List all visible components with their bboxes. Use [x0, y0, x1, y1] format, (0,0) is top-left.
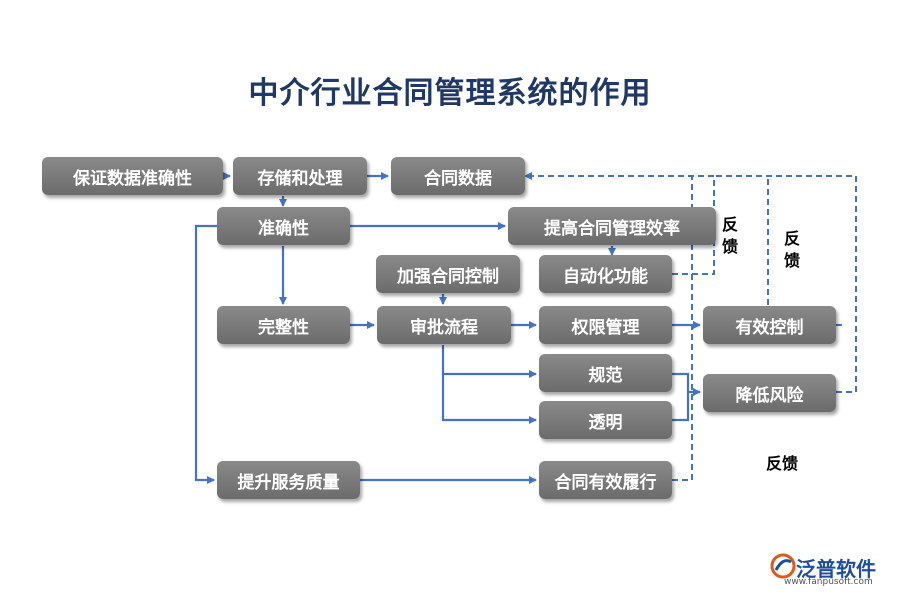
merge-standard: [672, 372, 690, 392]
node-effective-control: 有效控制: [703, 306, 836, 344]
node-standard: 规范: [539, 354, 672, 392]
feedback-label-2: 反馈: [784, 229, 801, 270]
feedback-line-reduce-risk: [714, 175, 857, 393]
node-effective-performance: 合同有效履行: [539, 461, 672, 499]
merge-transparent: [672, 392, 690, 422]
node-accuracy: 准确性: [217, 207, 350, 245]
node-storage-processing: 存储和处理: [233, 157, 367, 195]
node-contract-data: 合同数据: [391, 157, 525, 195]
arrow-approval-to-transparent: [441, 374, 537, 424]
node-approval-process: 审批流程: [377, 306, 511, 344]
page-title: 中介行业合同管理系统的作用: [248, 76, 652, 111]
logo-name: 泛普软件: [796, 557, 876, 581]
node-guarantee-data-accuracy: 保证数据准确性: [42, 157, 223, 195]
arrow-approval-to-standard: [441, 345, 537, 378]
node-improve-efficiency: 提高合同管理效率: [508, 207, 716, 245]
feedback-label-3: 反馈: [766, 454, 799, 473]
node-permission-management: 权限管理: [539, 306, 672, 344]
node-improve-service: 提升服务质量: [217, 461, 360, 499]
node-strengthen-control: 加强合同控制: [376, 255, 520, 293]
feedback-label-1: 反馈: [722, 215, 739, 256]
node-transparent: 透明: [539, 401, 672, 439]
node-reduce-risk: 降低风险: [703, 374, 836, 412]
feedback-line-performance: [672, 176, 693, 481]
logo-url: www.fanpusoft.com: [784, 577, 873, 587]
node-completeness: 完整性: [217, 306, 350, 344]
node-automation: 自动化功能: [539, 255, 672, 293]
logo-icon: [770, 553, 796, 579]
arrow-accuracy-to-service: [194, 224, 217, 484]
